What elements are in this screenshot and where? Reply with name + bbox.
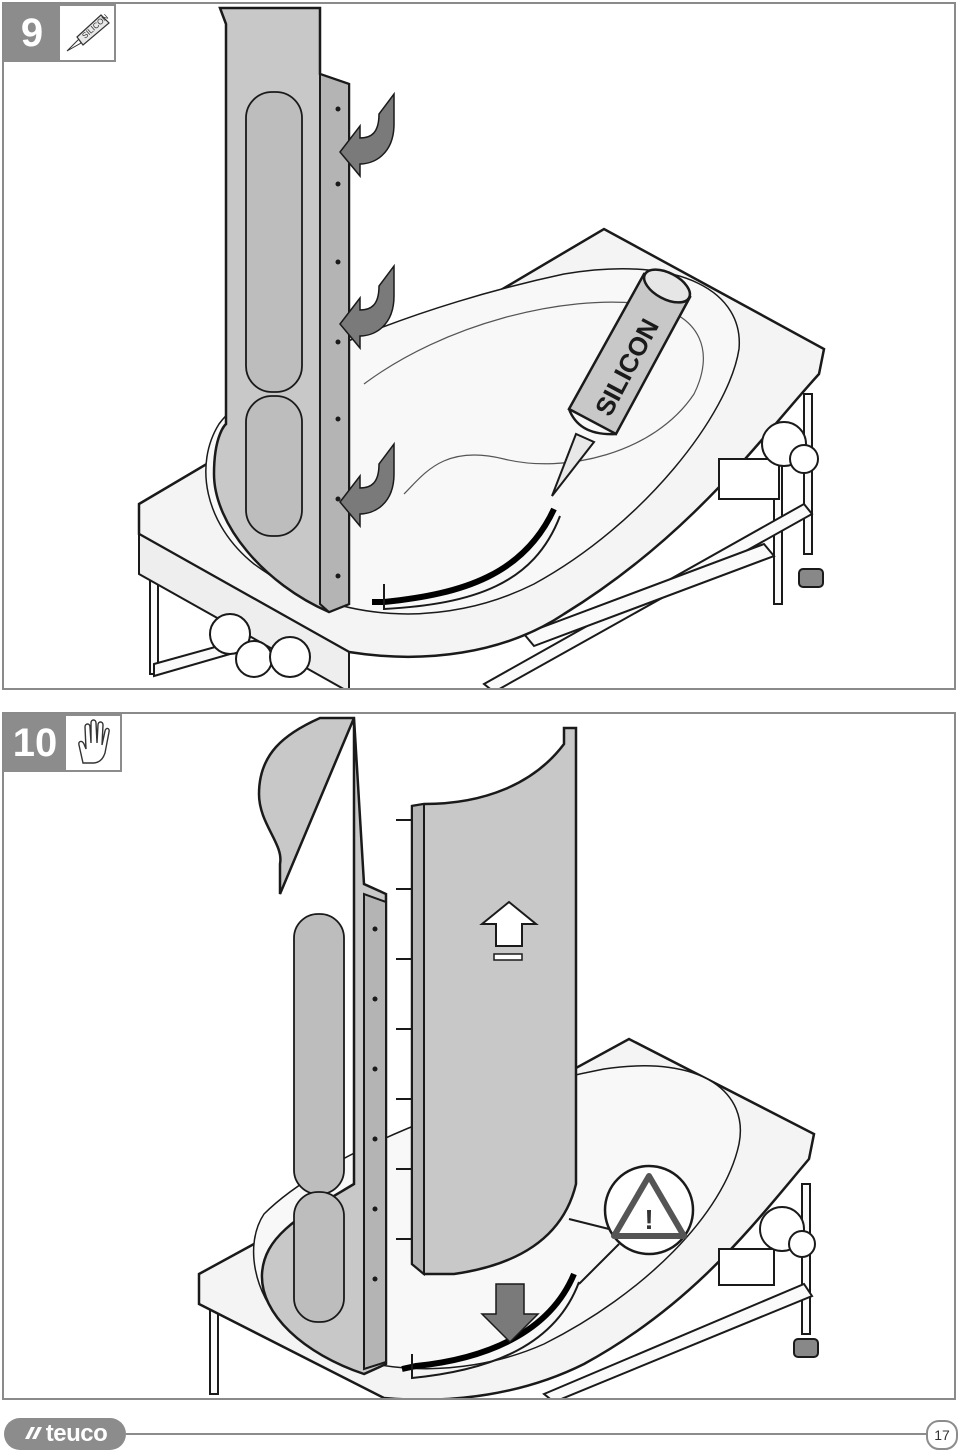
page-number: 17 bbox=[926, 1420, 958, 1450]
brand-name: teuco bbox=[45, 1420, 108, 1447]
silicone-tube-icon: SILICON bbox=[60, 4, 116, 62]
silicone-bead bbox=[372, 507, 557, 605]
step-10-illustration: ! bbox=[197, 716, 819, 1398]
warning-callout: ! bbox=[568, 1164, 695, 1285]
step-9-illustration: SILICON bbox=[137, 6, 826, 688]
warning-triangle-icon bbox=[611, 1173, 687, 1239]
down-arrow-icon bbox=[480, 1283, 540, 1344]
silicone-bead bbox=[401, 1272, 577, 1372]
step-number: 9 bbox=[4, 4, 60, 62]
pump-assembly bbox=[718, 1206, 816, 1286]
brand-logo: teuco bbox=[4, 1418, 126, 1450]
tub-frame bbox=[209, 1183, 819, 1398]
step-9-panel: SILICON 9 SILICON bbox=[2, 2, 956, 690]
insert-arrows bbox=[339, 91, 395, 529]
step-10-panel: ! 10 bbox=[2, 712, 956, 1400]
panel-pins bbox=[396, 819, 412, 1240]
up-arrow-icon bbox=[479, 900, 539, 961]
step-9-badge: 9 SILICON bbox=[4, 4, 116, 62]
step-10-badge: 10 bbox=[4, 714, 122, 772]
pump-assembly bbox=[209, 421, 824, 678]
installed-panel bbox=[257, 716, 388, 1376]
new-panel bbox=[410, 726, 578, 1276]
page-footer: teuco 17 bbox=[0, 1404, 960, 1452]
step-number: 10 bbox=[4, 714, 66, 772]
brand-mark-icon bbox=[23, 1420, 43, 1448]
footer-rule bbox=[126, 1433, 930, 1435]
hand-icon bbox=[66, 714, 122, 772]
warning-symbol: ! bbox=[644, 1204, 653, 1235]
